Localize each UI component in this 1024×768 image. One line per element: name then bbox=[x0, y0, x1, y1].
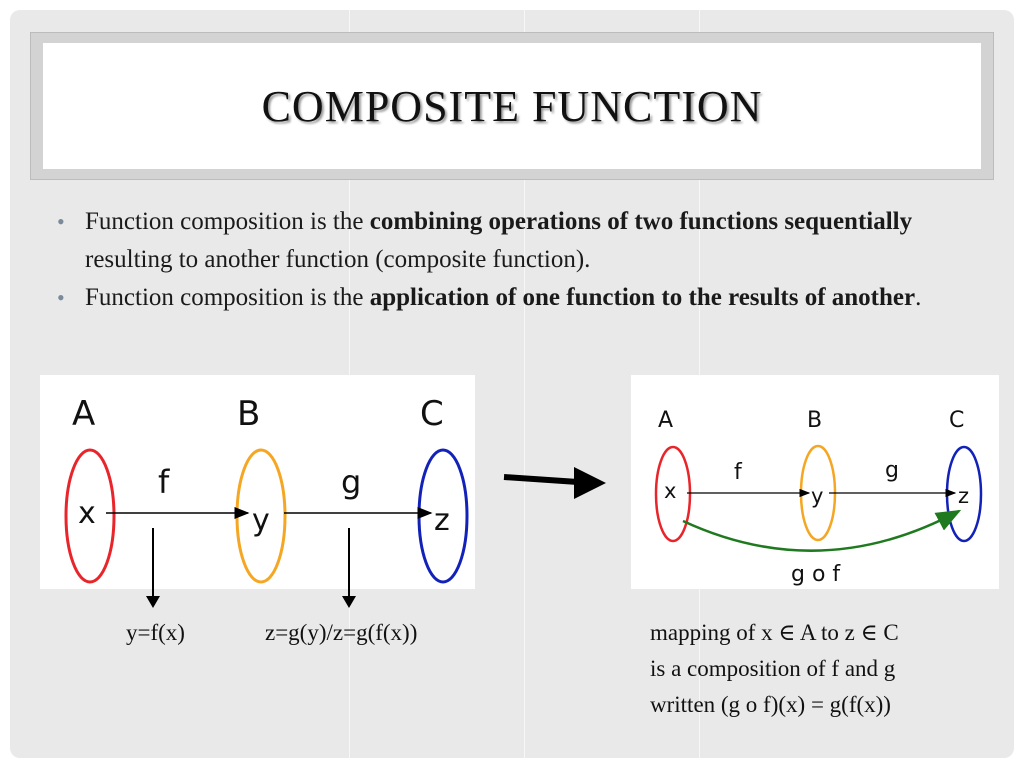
composite-label: g o f bbox=[791, 562, 841, 587]
bullet-item: • Function composition is the combining o… bbox=[55, 203, 980, 279]
bullet-text: Function composition is the bbox=[85, 284, 370, 311]
right-mapping-diagram: A B C x y z f g g o f bbox=[631, 375, 999, 589]
big-right-arrow-icon bbox=[503, 467, 606, 499]
caption-z-equals-g-f-x: z=g(y)/z=g(f(x)) bbox=[265, 620, 418, 645]
set-label-b: B bbox=[237, 394, 260, 434]
set-label-b: B bbox=[807, 408, 822, 433]
element-z: z bbox=[434, 503, 450, 538]
bullet-text: resulting to another function (composite… bbox=[85, 246, 591, 273]
bullet-item: • Function composition is the application… bbox=[55, 279, 980, 317]
page-title: COMPOSITE FUNCTION bbox=[261, 81, 763, 131]
caption-line-2: is a composition of f and g bbox=[650, 656, 896, 681]
element-y: y bbox=[811, 484, 823, 508]
set-label-a: A bbox=[658, 408, 673, 433]
set-label-c: C bbox=[949, 408, 964, 433]
set-a-ellipse bbox=[64, 448, 116, 584]
right-mapping-svg: A B C x y z f g g o f bbox=[654, 408, 983, 587]
element-z: z bbox=[958, 484, 969, 508]
bullet-bold-text: combining operations of two functions se… bbox=[369, 208, 913, 235]
bullet-bold-text: application of one function to the resul… bbox=[369, 284, 916, 311]
bullet-text: Function composition is the bbox=[85, 208, 370, 235]
slide: COMPOSITE FUNCTION • Function composition… bbox=[10, 10, 1014, 758]
set-a-ellipse bbox=[654, 445, 692, 543]
background-line bbox=[524, 10, 525, 758]
composite-arrow bbox=[682, 509, 962, 552]
caption-line-1: mapping of x ∈ A to z ∈ C bbox=[650, 620, 899, 645]
element-y: y bbox=[252, 503, 270, 538]
set-label-c: C bbox=[420, 394, 444, 434]
title-inner: COMPOSITE FUNCTION bbox=[43, 43, 981, 169]
bullet-list: • Function composition is the combining o… bbox=[55, 203, 980, 317]
bullet-text: . bbox=[915, 284, 922, 311]
down-arrow-right bbox=[342, 528, 356, 608]
function-label-f: f bbox=[158, 463, 170, 501]
bullet-dot-icon: • bbox=[57, 285, 65, 310]
down-arrow-left bbox=[146, 528, 160, 608]
left-mapping-diagram: A B C x y z f g bbox=[40, 375, 475, 589]
caption-y-equals-f-x: y=f(x) bbox=[126, 620, 185, 645]
function-label-g: g bbox=[341, 463, 361, 501]
bullet-dot-icon: • bbox=[57, 209, 65, 234]
function-label-f: f bbox=[734, 460, 743, 485]
element-x: x bbox=[664, 479, 676, 503]
title-box: COMPOSITE FUNCTION bbox=[30, 32, 994, 180]
element-x: x bbox=[78, 496, 96, 531]
set-label-a: A bbox=[72, 394, 95, 434]
left-mapping-svg: A B C x y z f g bbox=[64, 394, 469, 584]
function-label-g: g bbox=[885, 458, 899, 483]
caption-line-3: written (g o f)(x) = g(f(x)) bbox=[650, 692, 891, 717]
